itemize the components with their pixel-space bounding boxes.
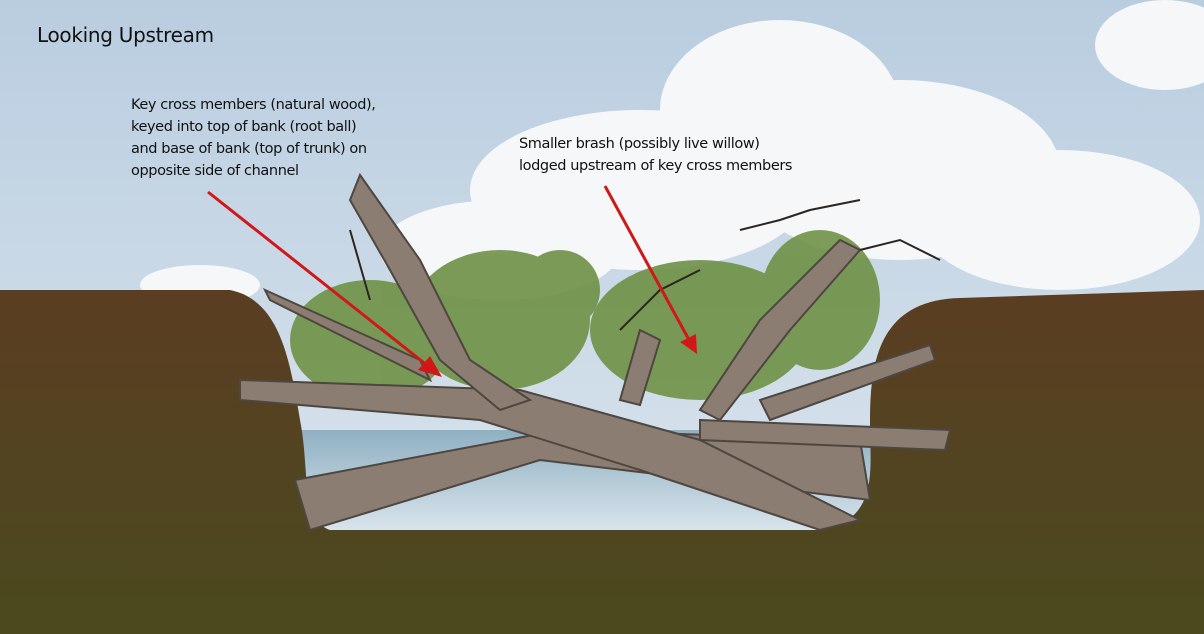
arrow-smaller-brash <box>603 185 697 354</box>
foliage <box>290 230 880 400</box>
log-cross-members <box>239 172 952 532</box>
arrow-key-cross-members <box>207 190 442 377</box>
branches <box>349 199 941 331</box>
annotation-key-cross-members: Key cross members (natural wood), keyed … <box>131 97 376 179</box>
stream-banks <box>0 290 1204 634</box>
diagram-title: Looking Upstream <box>37 23 214 47</box>
annotation-smaller-brash: Smaller brash (possibly live willow) lod… <box>519 136 793 174</box>
